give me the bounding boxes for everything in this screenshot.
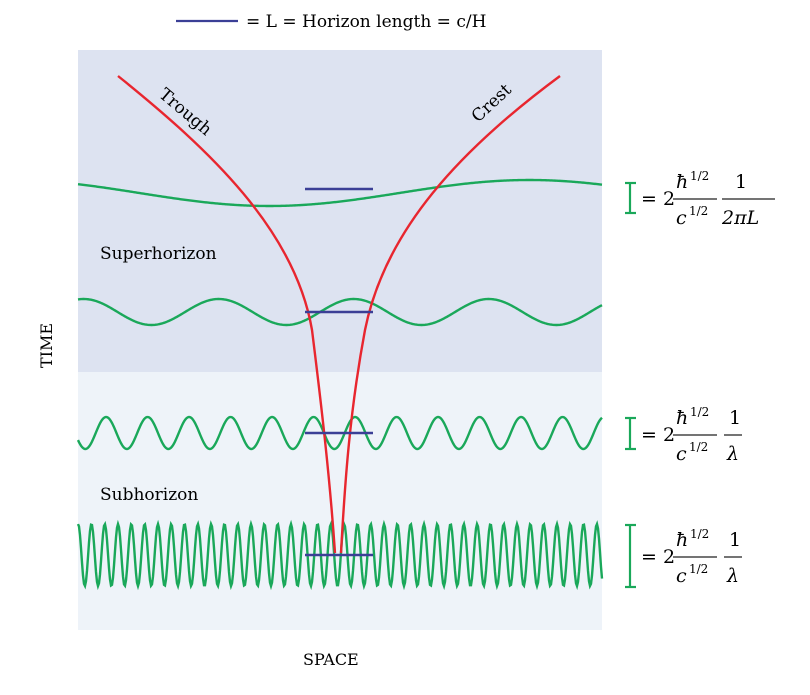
svg-text:1: 1 [729, 529, 741, 551]
svg-text:1: 1 [735, 171, 747, 193]
wave-superhorizon-bottom [77, 297, 603, 327]
wave-superhorizon-top [77, 178, 603, 208]
svg-text:= 2: = 2 [641, 188, 675, 210]
svg-text:λ: λ [726, 443, 739, 465]
amplitude-formula-1: = 2 ħ 1/2 c 1/2 1 2πL [641, 169, 775, 229]
crest-curve [339, 75, 561, 554]
svg-text:c: c [676, 565, 687, 587]
space-axis-label: SPACE [303, 650, 359, 669]
wave-subhorizon-top [76, 415, 603, 451]
svg-text:1/2: 1/2 [689, 562, 708, 576]
amplitude-bar-1 [625, 181, 636, 215]
subhorizon-label: Subhorizon [100, 485, 198, 505]
svg-text:1/2: 1/2 [690, 169, 709, 183]
svg-text:2πL: 2πL [721, 207, 759, 229]
svg-text:1/2: 1/2 [689, 204, 708, 218]
svg-text:ħ: ħ [676, 529, 688, 551]
svg-text:1/2: 1/2 [689, 440, 708, 454]
legend-equation: = L = Horizon length = c/H [246, 12, 486, 32]
svg-text:c: c [676, 207, 687, 229]
amplitude-formula-3: = 2 ħ 1/2 c 1/2 1 λ [641, 527, 742, 587]
svg-text:ħ: ħ [676, 407, 688, 429]
svg-text:λ: λ [726, 565, 739, 587]
wave-subhorizon-bottom [76, 519, 604, 591]
svg-text:= 2: = 2 [641, 546, 675, 568]
svg-text:= 2: = 2 [641, 424, 675, 446]
amplitude-formula-2: = 2 ħ 1/2 c 1/2 1 λ [641, 405, 742, 465]
superhorizon-region [78, 50, 602, 372]
svg-text:1: 1 [729, 407, 741, 429]
svg-text:1/2: 1/2 [690, 405, 709, 419]
amplitude-bar-3 [625, 523, 636, 589]
superhorizon-label: Superhorizon [100, 244, 217, 264]
time-axis-label: TIME [37, 323, 56, 368]
svg-text:1/2: 1/2 [690, 527, 709, 541]
trough-curve [117, 75, 337, 554]
svg-text:c: c [676, 443, 687, 465]
svg-text:ħ: ħ [676, 171, 688, 193]
amplitude-bar-2 [625, 416, 636, 451]
